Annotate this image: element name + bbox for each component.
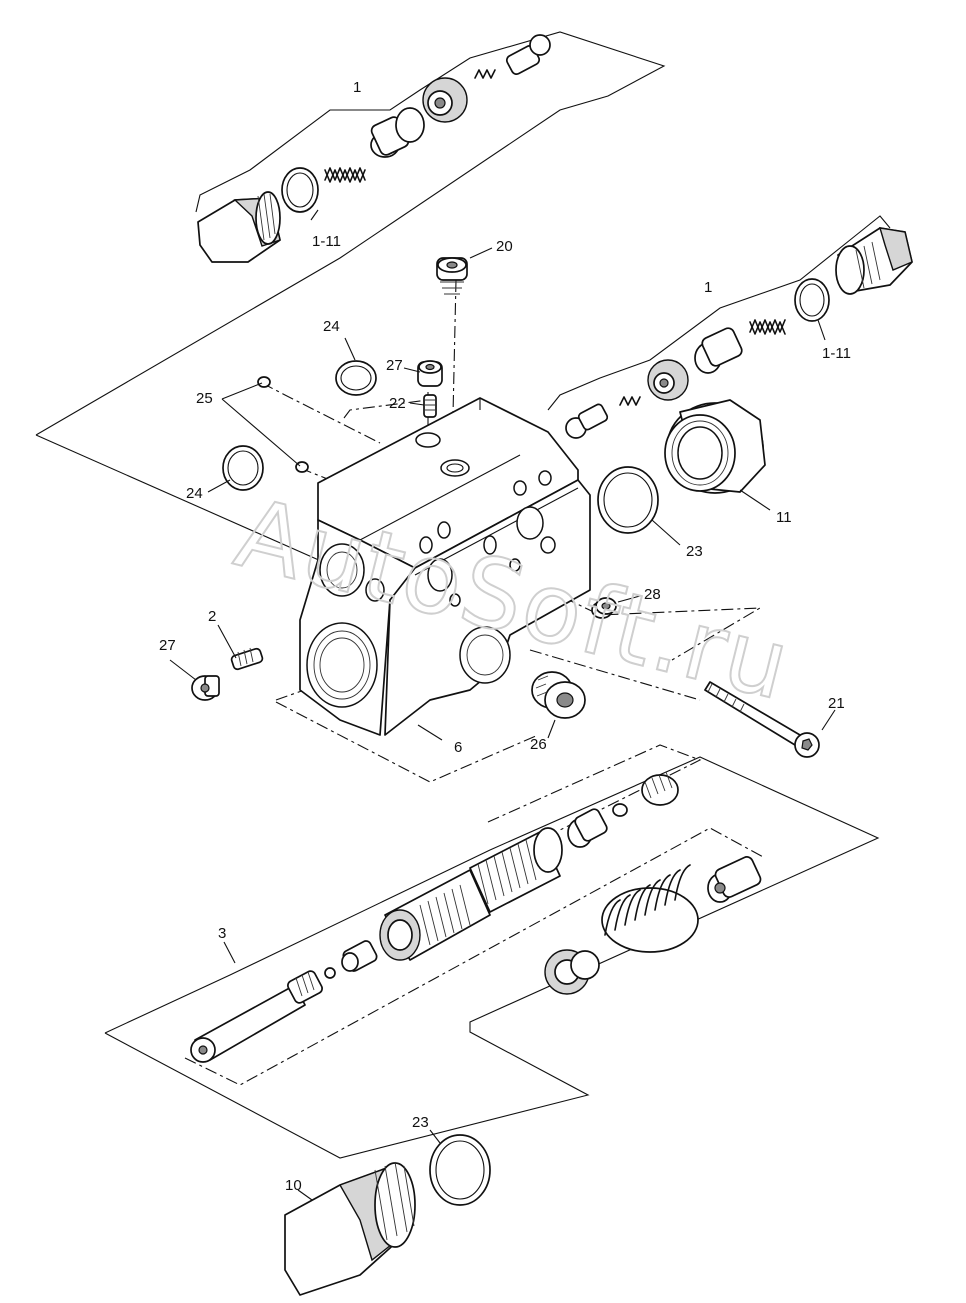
nut-11 xyxy=(664,399,766,494)
top-cap-nut xyxy=(197,191,281,263)
right-spring xyxy=(749,319,786,335)
plug-28 xyxy=(591,597,617,619)
label-nut-11: 11 xyxy=(776,509,792,526)
label-screw-2: 2 xyxy=(208,608,216,625)
callout-labels: 1 1-11 1 1-11 20 24 27 22 25 24 6 2 27 2… xyxy=(159,79,851,1194)
label-oring-25: 25 xyxy=(196,390,213,407)
main-spring xyxy=(601,864,699,953)
screw-2 xyxy=(230,647,264,671)
oring-24-left xyxy=(222,445,264,491)
spool-sleeve-2 xyxy=(469,827,563,913)
right-relief-valve-assembly xyxy=(565,227,913,439)
spool-ball xyxy=(324,967,336,979)
top-poppet xyxy=(370,107,425,158)
label-screw-22: 22 xyxy=(389,395,406,412)
label-plug-27-top: 27 xyxy=(386,357,403,374)
top-small-spring xyxy=(474,69,496,79)
top-relief-valve-assembly xyxy=(197,34,551,263)
spool-small-spring xyxy=(641,771,679,806)
plug-27-top xyxy=(417,360,443,387)
spool-piston-small xyxy=(341,940,378,972)
lower-spring-group xyxy=(544,856,762,995)
label-oring-24-top: 24 xyxy=(323,318,340,335)
oring-23-bottom xyxy=(429,1134,491,1206)
top-seat xyxy=(422,77,468,123)
cap-10 xyxy=(284,1161,416,1296)
label-oring-24-left: 24 xyxy=(186,485,203,502)
label-spool-assembly-3: 3 xyxy=(218,925,226,942)
right-cap-nut xyxy=(835,227,913,295)
label-right-assembly: 1 xyxy=(704,279,712,296)
plug-26 xyxy=(531,671,586,719)
spool-pin xyxy=(612,803,628,817)
spool-sleeve-1 xyxy=(379,869,491,961)
label-plug-28: 28 xyxy=(644,586,661,603)
spool-rod xyxy=(190,970,323,1063)
spring-seat-left xyxy=(544,949,600,995)
right-seat xyxy=(647,359,689,401)
oring-25 xyxy=(257,376,309,473)
plug-20 xyxy=(436,257,468,295)
top-plunger xyxy=(505,34,551,75)
label-body-6: 6 xyxy=(454,739,462,756)
spool-assembly-3 xyxy=(190,771,679,1063)
label-plug-20: 20 xyxy=(496,238,513,255)
label-right-oring: 1-11 xyxy=(822,345,851,362)
label-cap-10: 10 xyxy=(285,1177,302,1194)
label-plug-26: 26 xyxy=(530,736,547,753)
top-oring-1-11 xyxy=(281,167,319,213)
bolt-21 xyxy=(704,681,820,758)
oring-23-right xyxy=(597,466,659,534)
right-small-spring xyxy=(619,396,641,406)
label-oring-23-right: 23 xyxy=(686,543,703,560)
spring-seat-right xyxy=(707,856,762,903)
right-plunger xyxy=(565,403,609,439)
label-top-assembly: 1 xyxy=(353,79,361,96)
callout-leaders xyxy=(169,209,836,1201)
label-top-oring: 1-11 xyxy=(312,233,341,250)
top-spring xyxy=(324,167,366,183)
right-poppet xyxy=(694,327,743,374)
label-plug-27-left: 27 xyxy=(159,637,176,654)
plug-27-left xyxy=(191,675,220,701)
spool-piston-end xyxy=(567,808,608,848)
label-oring-23-bottom: 23 xyxy=(412,1114,429,1131)
label-bolt-21: 21 xyxy=(828,695,845,712)
screw-22 xyxy=(423,394,437,418)
oring-24-top xyxy=(335,360,377,396)
valve-body-6 xyxy=(299,397,591,736)
